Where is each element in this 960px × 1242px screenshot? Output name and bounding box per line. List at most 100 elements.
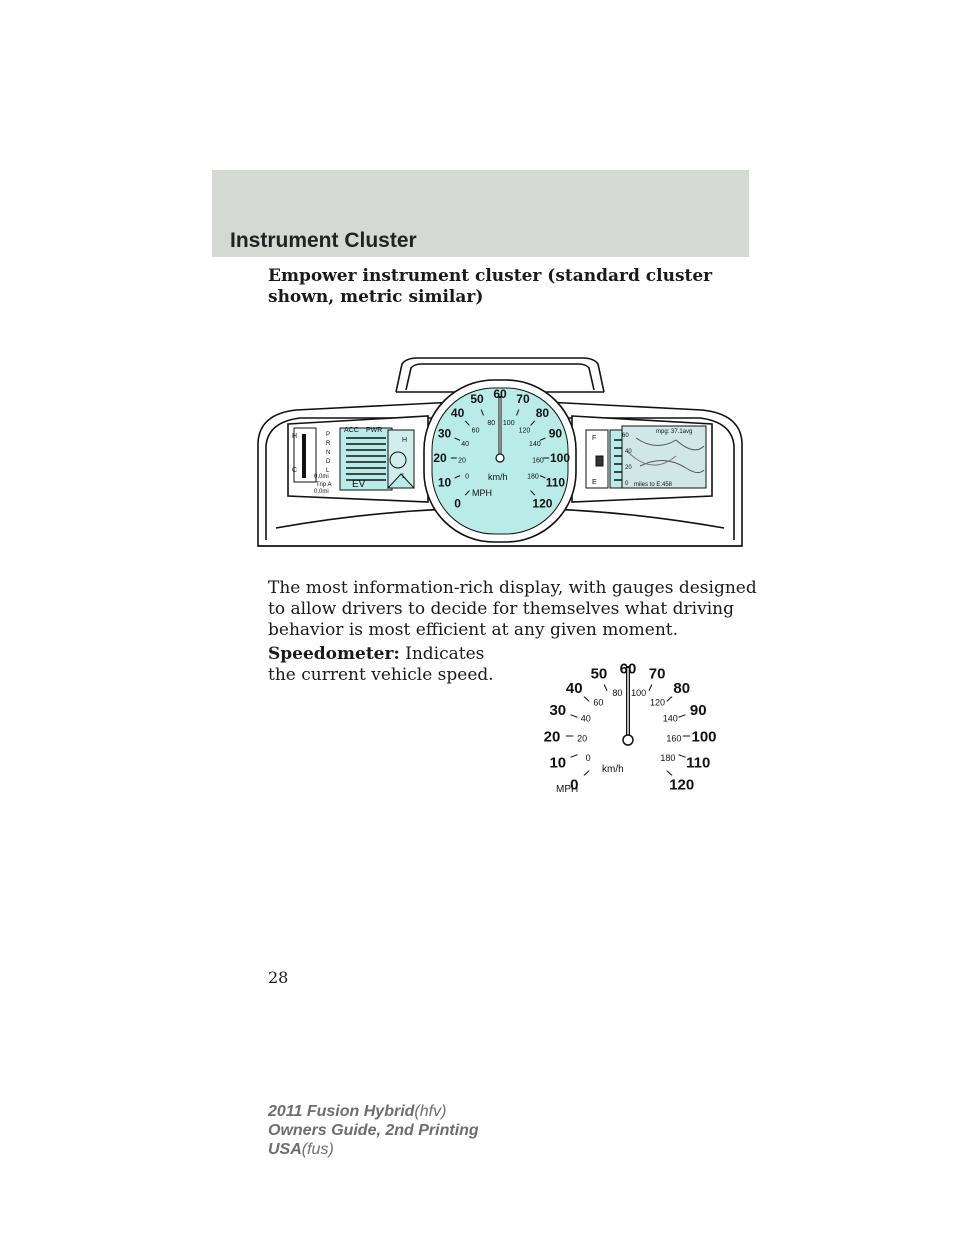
cluster-kmh-label: 0 [465, 474, 469, 481]
speedo-kmh-label: 100 [631, 688, 646, 698]
cluster-kmh-label: 120 [519, 428, 531, 435]
definition-text: Indicates the current vehicle speed. [268, 644, 494, 685]
speedo-kmh-label: 180 [660, 753, 675, 763]
trip-label: Trip A [316, 482, 331, 488]
cluster-mph-tick [530, 420, 536, 426]
cluster-mph-unit: MPH [472, 488, 492, 498]
fuel-empty-label: E [592, 479, 597, 486]
cluster-kmh-label: 180 [527, 474, 539, 481]
gear-n: N [326, 450, 330, 456]
cluster-mph-tick [539, 437, 546, 441]
speedo-mph-label: 30 [549, 702, 566, 719]
cluster-mph-label: 100 [550, 451, 570, 465]
left-display [293, 427, 416, 491]
speedo-mph-tick [583, 770, 590, 776]
definition-term: Speedometer: [268, 644, 400, 664]
cluster-kmh-label: 40 [461, 441, 469, 448]
footer-model: 2011 Fusion Hybrid [268, 1103, 415, 1120]
pwr-label: PWR [366, 427, 382, 434]
right-display [585, 425, 707, 489]
cluster-mph-label: 70 [516, 392, 530, 406]
cluster-kmh-label: 80 [487, 420, 495, 427]
mpg-average-readout: mpg: 37.1avg [656, 429, 692, 435]
body-paragraph: The most information-rich display, with … [268, 578, 757, 640]
temp-cold-label: C [292, 467, 297, 474]
speedo-mph-label: 100 [691, 728, 716, 745]
speedometer-illustration: 0102030405060708090100110120020406080100… [544, 660, 716, 795]
speedo-mph-label: 110 [686, 754, 710, 771]
battery-low-label: L [402, 473, 406, 480]
cluster-kmh-label: 60 [472, 428, 480, 435]
cluster-kmh-label: 160 [532, 458, 544, 465]
speedo-mph-tick [583, 696, 590, 702]
speedo-mph-label: 70 [649, 665, 666, 682]
page-number: 28 [268, 968, 289, 987]
speedo-kmh-label: 140 [663, 714, 678, 724]
cluster-mph-label: 20 [433, 451, 447, 465]
cluster-mph-label: 50 [470, 392, 484, 406]
footer-guide: Owners Guide, 2nd Printing [268, 1122, 479, 1139]
cluster-mph-tick [464, 420, 470, 426]
speedo-mph-tick [570, 754, 578, 758]
section-title: Instrument Cluster [230, 229, 417, 252]
section-header-band: Instrument Cluster [212, 170, 749, 257]
speedo-mph-label: 10 [549, 754, 566, 771]
gear-l: L [326, 468, 330, 474]
cluster-kmh-label: 20 [458, 458, 466, 465]
speedo-mph-label: 0 [570, 776, 578, 793]
speedo-mph-label: 80 [673, 680, 690, 697]
speedo-kmh-label: 80 [612, 688, 622, 698]
speedo-kmh-label: 0 [586, 753, 591, 763]
instrument-cluster-illustration: H C P R N D L ACC PWR EV H L 0.0mi Trip … [257, 357, 743, 547]
miles-to-empty-readout: miles to E:458 [634, 482, 673, 488]
cluster-mph-tick [454, 475, 461, 479]
speedo-kmh-label: 60 [593, 697, 603, 707]
footer-model-code: (hfv) [414, 1103, 447, 1120]
cluster-mph-label: 0 [454, 496, 461, 510]
speedo-mph-tick [666, 770, 673, 776]
speedo-kmh-label: 40 [581, 714, 591, 724]
cluster-mph-tick [516, 409, 520, 416]
cluster-mph-tick [480, 409, 484, 416]
cluster-mph-tick [464, 490, 470, 496]
speedo-mph-label: 40 [566, 680, 583, 697]
speedo-kmh-label: 120 [650, 697, 665, 707]
figure-caption: Empower instrument cluster (standard clu… [268, 266, 713, 307]
gear-r: R [326, 441, 331, 447]
ev-label: EV [352, 479, 366, 490]
gear-p: P [326, 432, 330, 438]
gear-d: D [326, 459, 331, 465]
cluster-mph-label: 120 [532, 496, 552, 510]
speedo-mph-tick [678, 714, 686, 718]
speedo-mph-label: 50 [591, 665, 608, 682]
cluster-mph-tick [539, 475, 546, 479]
mpg-tick-60: 60 [622, 433, 629, 439]
speedo-mph-tick [603, 684, 608, 691]
cluster-mph-label: 90 [549, 427, 563, 441]
speedo-mph-unit: MPH [556, 784, 578, 795]
acc-label: ACC [344, 427, 359, 434]
footer-market: USA [268, 1141, 302, 1158]
speedo-mph-label: 20 [544, 728, 561, 745]
cluster-mph-tick [454, 437, 461, 441]
speedo-mph-tick [678, 754, 686, 758]
cluster-mph-tick [530, 490, 536, 496]
cluster-mph-label: 80 [536, 406, 550, 420]
mpg-tick-40: 40 [625, 449, 632, 455]
speedo-mph-tick [648, 684, 653, 691]
speedo-kmh-unit: km/h [602, 764, 624, 775]
battery-high-label: H [402, 437, 407, 444]
speedo-mph-tick [666, 696, 673, 702]
cluster-mph-label: 10 [438, 476, 452, 490]
footer-market-code: (fus) [301, 1141, 334, 1158]
trip-readout: 0.0mi [314, 489, 329, 495]
mpg-tick-0: 0 [625, 481, 629, 487]
temp-hot-label: H [292, 433, 297, 440]
footer: 2011 Fusion Hybrid(hfv) Owners Guide, 2n… [268, 1102, 479, 1159]
mpg-tick-20: 20 [625, 465, 632, 471]
cluster-kmh-label: 140 [529, 441, 541, 448]
speedo-kmh-label: 20 [577, 734, 587, 744]
speedo-kmh-label: 160 [666, 734, 681, 744]
speedometer-definition: Speedometer: Indicates the current vehic… [268, 644, 498, 686]
